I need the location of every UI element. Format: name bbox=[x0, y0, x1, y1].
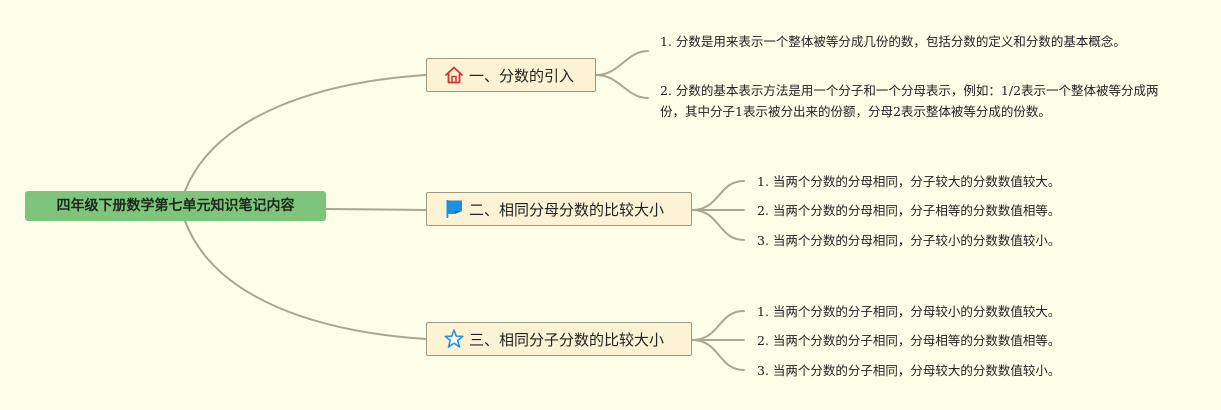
topic-same-denominator[interactable]: 二、相同分母分数的比较大小 bbox=[426, 192, 692, 226]
topic-fraction-intro[interactable]: 一、分数的引入 bbox=[426, 58, 596, 92]
home-icon bbox=[443, 64, 465, 86]
star-icon bbox=[443, 328, 465, 350]
leaf-item: 1. 分数是用来表示一个整体被等分成几份的数，包括分数的定义和分数的基本概念。 bbox=[660, 34, 1126, 49]
root-node[interactable]: 四年级下册数学第七单元知识笔记内容 bbox=[25, 191, 326, 221]
leaf-item: 1. 当两个分数的分子相同，分母较小的分数数值较大。 bbox=[757, 304, 1061, 319]
topic-label: 三、相同分子分数的比较大小 bbox=[469, 330, 665, 349]
flag-icon bbox=[443, 198, 465, 220]
leaf-item: 3. 当两个分数的分母相同，分子较小的分数数值较小。 bbox=[757, 233, 1061, 248]
topic-same-numerator[interactable]: 三、相同分子分数的比较大小 bbox=[426, 322, 692, 356]
leaf-item: 2. 分数的基本表示方法是用一个分子和一个分母表示，例如：1/2表示一个整体被等… bbox=[660, 83, 1159, 119]
leaf-item: 2. 当两个分数的分母相同，分子相等的分数数值相等。 bbox=[757, 203, 1061, 218]
leaf-item: 2. 当两个分数的分子相同，分母相等的分数数值相等。 bbox=[757, 333, 1061, 348]
topic-label: 一、分数的引入 bbox=[469, 66, 575, 85]
topic-label: 二、相同分母分数的比较大小 bbox=[469, 200, 665, 219]
leaf-item: 3. 当两个分数的分子相同，分母较大的分数数值较小。 bbox=[757, 363, 1061, 378]
leaf-item: 1. 当两个分数的分母相同，分子较大的分数数值较大。 bbox=[757, 174, 1061, 189]
